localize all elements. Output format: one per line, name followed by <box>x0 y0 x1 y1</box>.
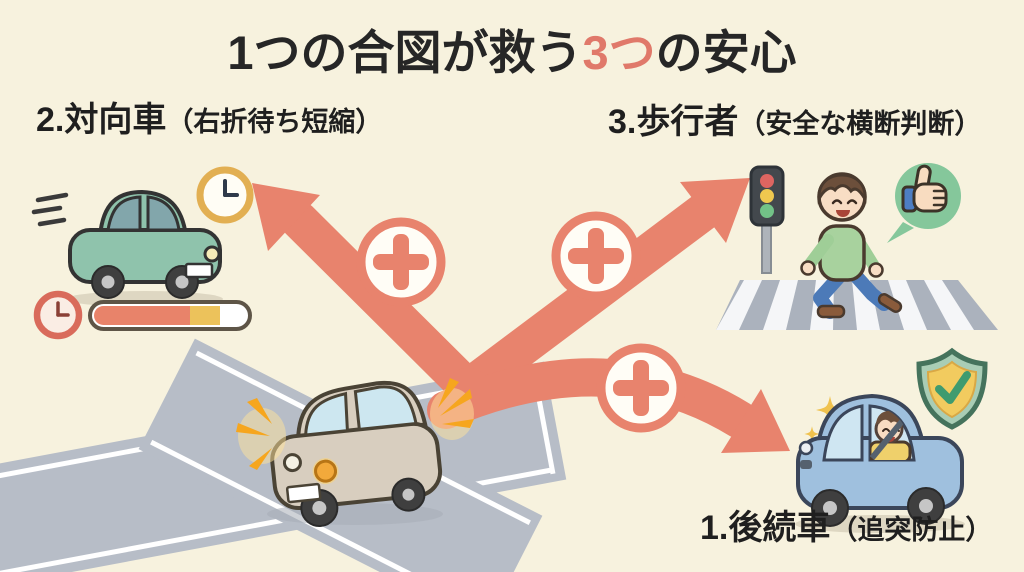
title-part2: の安心 <box>655 26 797 79</box>
timer-clock-icon <box>33 290 83 340</box>
front-blinker <box>314 459 338 483</box>
license-plate <box>184 262 214 279</box>
title-highlight: 3つ <box>582 26 656 79</box>
label-following-car-main: 1.後続車 <box>700 509 831 547</box>
arrow-pedestrian <box>449 178 750 407</box>
headlight <box>203 245 221 263</box>
turn-signal-flash-icon <box>430 378 474 440</box>
label-pedestrian-sub: （安全な横断判断） <box>738 109 982 139</box>
traffic-light-icon <box>749 165 785 274</box>
driver <box>870 411 912 460</box>
plus-badge-icon <box>356 217 446 307</box>
timer-fill-red <box>94 306 190 325</box>
license-plate <box>285 482 322 504</box>
label-oncoming-car-sub: （右折待ち短縮） <box>166 107 383 137</box>
oncoming-car-illustration <box>31 166 254 340</box>
label-following-car: 1.後続車（追突防止） <box>700 509 993 547</box>
signaling-car-illustration <box>236 378 474 528</box>
label-oncoming-car: 2.対向車（右折待ち短縮） <box>36 101 383 139</box>
following-car-illustration <box>795 393 965 533</box>
page-title: 1つの合図が救う3つの安心 <box>0 14 1024 83</box>
title-part1: 1つの合図が救う <box>227 26 583 79</box>
plus-badge-icon <box>596 343 686 433</box>
label-pedestrian-main: 3.歩行者 <box>608 103 739 141</box>
label-oncoming-car-main: 2.対向車 <box>36 101 167 139</box>
turn-signal-flash-icon <box>236 398 286 470</box>
clock-icon <box>196 166 254 224</box>
timer-fill-yellow <box>190 306 220 325</box>
speed-lines-icon <box>31 192 69 227</box>
plus-badge-icon <box>551 211 641 301</box>
wait-timer-bar <box>33 290 252 340</box>
label-following-car-sub: （追突防止） <box>830 515 993 545</box>
thumbs-up-bubble-icon <box>887 163 961 243</box>
label-pedestrian: 3.歩行者（安全な横断判断） <box>608 103 982 141</box>
shield-check-icon <box>916 347 988 430</box>
arrow-oncoming <box>252 183 487 407</box>
pedestrian-illustration <box>800 172 903 319</box>
